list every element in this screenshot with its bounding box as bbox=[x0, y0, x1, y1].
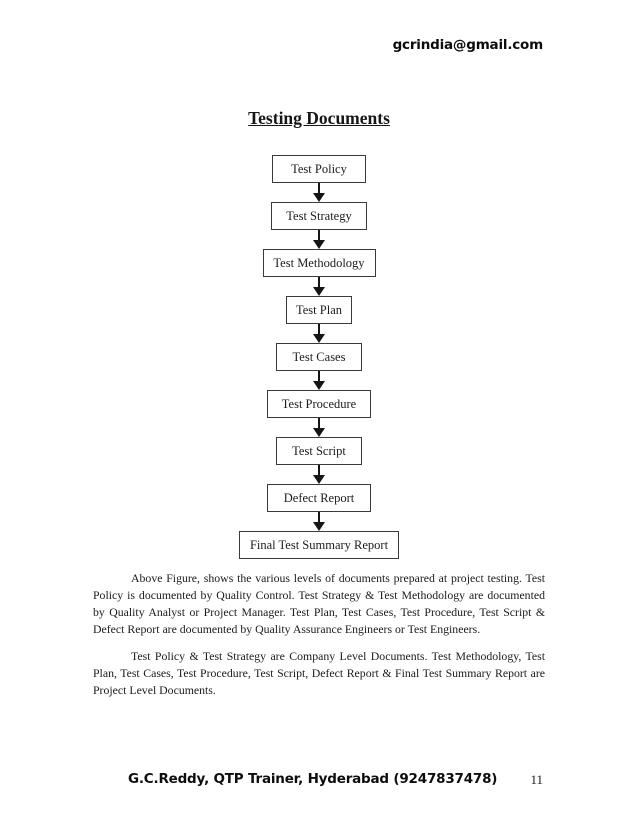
arrow-shaft bbox=[318, 418, 320, 428]
down-arrow-icon bbox=[313, 512, 325, 531]
flowchart-node-final-test-summary-report: Final Test Summary Report bbox=[239, 531, 399, 559]
arrow-head bbox=[313, 334, 325, 343]
flowchart-node-test-strategy: Test Strategy bbox=[271, 202, 367, 230]
down-arrow-icon bbox=[313, 418, 325, 437]
arrow-head bbox=[313, 428, 325, 437]
page-title: Testing Documents bbox=[248, 108, 390, 128]
arrow-head bbox=[313, 522, 325, 531]
arrow-shaft bbox=[318, 277, 320, 287]
header-email: gcrindia@gmail.com bbox=[392, 37, 544, 53]
flowchart-node-test-cases: Test Cases bbox=[276, 343, 362, 371]
arrow-head bbox=[313, 381, 325, 390]
arrow-head bbox=[313, 287, 325, 296]
flowchart-node-test-plan: Test Plan bbox=[286, 296, 352, 324]
flowchart-node-test-procedure: Test Procedure bbox=[267, 390, 371, 418]
paragraph-document-categories: Test Policy & Test Strategy are Company … bbox=[93, 649, 545, 697]
down-arrow-icon bbox=[313, 371, 325, 390]
flowchart-node-test-script: Test Script bbox=[276, 437, 362, 465]
arrow-shaft bbox=[318, 324, 320, 334]
arrow-head bbox=[313, 475, 325, 484]
arrow-shaft bbox=[318, 465, 320, 475]
down-arrow-icon bbox=[313, 183, 325, 202]
down-arrow-icon bbox=[313, 230, 325, 249]
page-number: 11 bbox=[530, 772, 543, 787]
down-arrow-icon bbox=[313, 324, 325, 343]
arrow-head bbox=[313, 240, 325, 249]
arrow-shaft bbox=[318, 230, 320, 240]
flowchart-node-defect-report: Defect Report bbox=[267, 484, 371, 512]
footer-author-line: G.C.Reddy, QTP Trainer, Hyderabad (92478… bbox=[128, 771, 498, 787]
arrow-shaft bbox=[318, 371, 320, 381]
flowchart-node-test-policy: Test Policy bbox=[272, 155, 366, 183]
paragraph-documents-levels: Above Figure, shows the various levels o… bbox=[93, 571, 545, 636]
flowchart: Test Policy Test Strategy Test Methodolo… bbox=[0, 155, 638, 559]
body-text: Above Figure, shows the various levels o… bbox=[93, 570, 545, 699]
down-arrow-icon bbox=[313, 277, 325, 296]
arrow-head bbox=[313, 193, 325, 202]
arrow-shaft bbox=[318, 512, 320, 522]
down-arrow-icon bbox=[313, 465, 325, 484]
arrow-shaft bbox=[318, 183, 320, 193]
flowchart-node-test-methodology: Test Methodology bbox=[262, 249, 376, 277]
